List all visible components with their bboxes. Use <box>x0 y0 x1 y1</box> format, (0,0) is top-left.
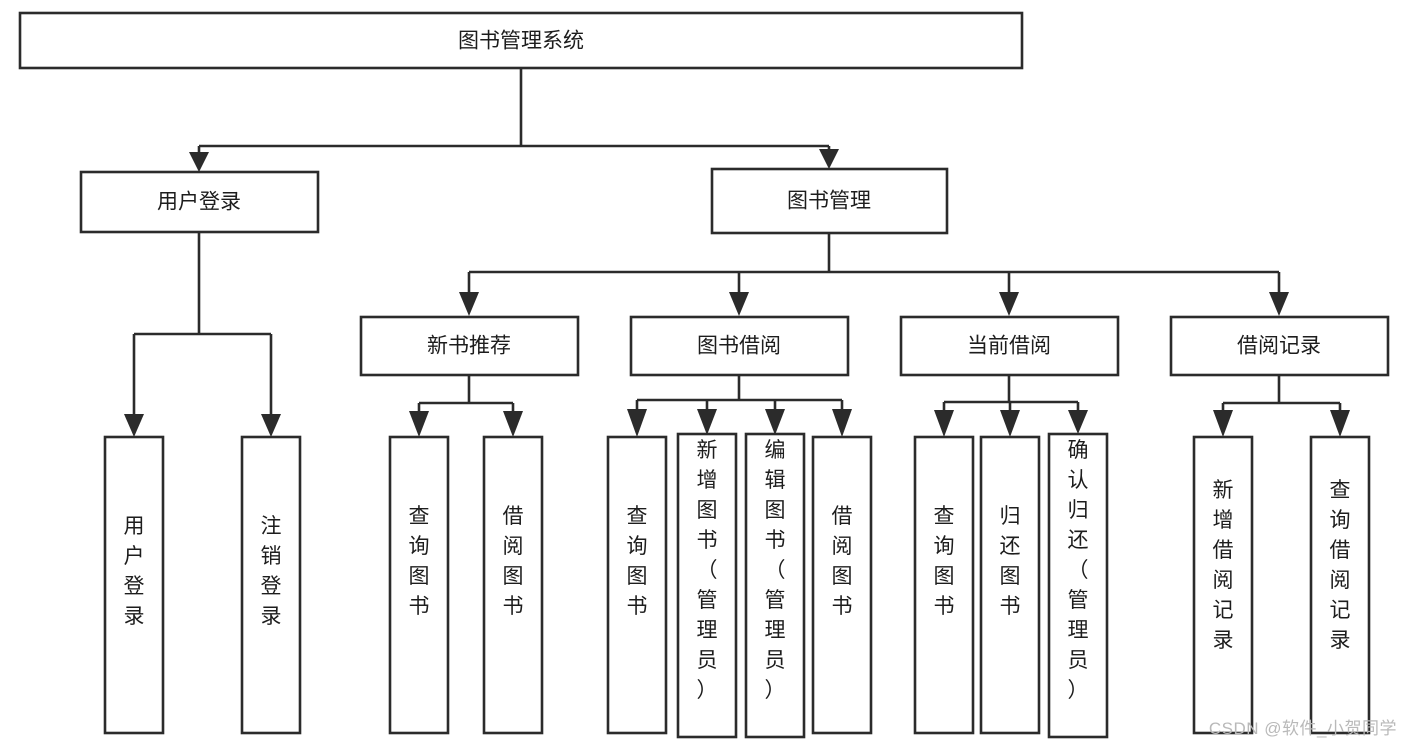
node-root-box[interactable] <box>18 11 1024 70</box>
arrow-head-icon <box>765 409 785 435</box>
node-leaf-edit-book[interactable]: 编辑图书（管理员） <box>744 432 806 739</box>
arrow-head-icon <box>832 409 852 437</box>
arrow-head-icon <box>729 292 749 316</box>
edge-group-bookmgmt-to-level2 <box>459 233 1289 316</box>
node-leaf-box[interactable] <box>240 435 302 735</box>
node-user-login[interactable]: 用户登录 <box>79 170 320 234</box>
node-leaf-query-book-1[interactable]: 查询图书 <box>388 435 450 735</box>
node-leaf-box[interactable] <box>676 432 738 739</box>
node-leaf-box[interactable] <box>744 432 806 739</box>
node-leaf-logout[interactable]: 注销登录 <box>240 435 302 735</box>
node-book-borrow-box[interactable] <box>629 315 850 377</box>
node-leaf-box[interactable] <box>482 435 544 735</box>
edge-group-userlogin-to-leaves <box>124 232 281 437</box>
node-leaf-borrow-book-2[interactable]: 借阅图书 <box>811 435 873 735</box>
arrow-head-icon <box>1269 292 1289 316</box>
node-leaf-confirm-return[interactable]: 确认归还（管理员） <box>1047 432 1109 739</box>
node-leaf-query-borrow-record[interactable]: 查询借阅记录 <box>1309 435 1371 735</box>
node-new-book-recommend-box[interactable] <box>359 315 580 377</box>
node-leaf-label: 借阅图书 <box>503 505 524 618</box>
arrow-head-icon <box>819 149 839 169</box>
arrow-head-icon <box>1330 410 1350 437</box>
node-borrow-record-box[interactable] <box>1169 315 1390 377</box>
node-book-management-box[interactable] <box>710 167 949 235</box>
node-leaf-label: 新增图书（管理员） <box>697 439 718 702</box>
node-leaf-user-login[interactable]: 用户登录 <box>103 435 165 735</box>
arrow-head-icon <box>409 411 429 437</box>
node-leaf-query-book-2[interactable]: 查询图书 <box>606 435 668 735</box>
arrow-head-icon <box>124 414 144 437</box>
node-book-borrow-label: 图书借阅 <box>697 335 781 358</box>
arrow-head-icon <box>697 409 717 435</box>
node-user-login-box[interactable] <box>79 170 320 234</box>
node-book-management-label: 图书管理 <box>787 190 871 213</box>
node-root[interactable]: 图书管理系统 <box>18 11 1024 70</box>
arrow-head-icon <box>189 152 209 172</box>
node-leaf-box[interactable] <box>606 435 668 735</box>
node-current-borrow-label: 当前借阅 <box>967 335 1051 358</box>
node-borrow-record[interactable]: 借阅记录 <box>1169 315 1390 377</box>
node-leaf-box[interactable] <box>1047 432 1109 739</box>
node-leaf-borrow-book-1[interactable]: 借阅图书 <box>482 435 544 735</box>
arrow-head-icon <box>1213 410 1233 437</box>
node-leaf-label: 编辑图书（管理员） <box>765 439 786 702</box>
node-leaf-query-book-3[interactable]: 查询图书 <box>913 435 975 735</box>
arrow-head-icon <box>627 409 647 437</box>
node-leaf-box[interactable] <box>811 435 873 735</box>
node-leaf-label: 借阅图书 <box>832 505 853 618</box>
arrow-head-icon <box>934 410 954 437</box>
arrow-head-icon <box>1000 410 1020 437</box>
node-leaf-label: 用户登录 <box>124 515 145 628</box>
node-leaf-label: 查询图书 <box>409 505 430 618</box>
edge-group-bookborrow-to-leaves <box>627 375 852 437</box>
node-leaf-return-book[interactable]: 归还图书 <box>979 435 1041 735</box>
node-leaf-label: 新增借阅记录 <box>1213 479 1234 652</box>
node-leaf-label: 查询图书 <box>934 505 955 618</box>
node-leaf-label: 查询图书 <box>627 505 648 618</box>
node-new-book-recommend[interactable]: 新书推荐 <box>359 315 580 377</box>
node-user-login-label: 用户登录 <box>157 191 241 214</box>
node-leaf-box[interactable] <box>979 435 1041 735</box>
node-leaf-label: 确认归还（管理员） <box>1068 439 1089 702</box>
node-leaf-box[interactable] <box>1309 435 1371 735</box>
arrow-head-icon <box>999 292 1019 316</box>
node-new-book-recommend-label: 新书推荐 <box>427 335 511 358</box>
node-leaf-box[interactable] <box>1192 435 1254 735</box>
node-book-borrow[interactable]: 图书借阅 <box>629 315 850 377</box>
arrow-head-icon <box>1068 410 1088 434</box>
edge-group-newbook-to-leaves <box>409 375 523 437</box>
node-current-borrow-box[interactable] <box>899 315 1120 377</box>
node-leaf-box[interactable] <box>388 435 450 735</box>
arrow-head-icon <box>261 414 281 437</box>
node-borrow-record-label: 借阅记录 <box>1237 335 1321 358</box>
arrow-head-icon <box>459 292 479 316</box>
node-leaf-add-book[interactable]: 新增图书（管理员） <box>676 432 738 739</box>
node-leaf-add-borrow-record[interactable]: 新增借阅记录 <box>1192 435 1254 735</box>
node-leaf-box[interactable] <box>103 435 165 735</box>
arrow-head-icon <box>503 411 523 437</box>
node-root-label: 图书管理系统 <box>458 30 584 53</box>
edge-group-root-to-level1 <box>189 68 839 172</box>
node-leaf-box[interactable] <box>913 435 975 735</box>
node-leaf-label: 查询借阅记录 <box>1330 479 1351 652</box>
node-leaf-label: 归还图书 <box>1000 505 1021 618</box>
node-leaf-label: 注销登录 <box>261 515 282 628</box>
edge-group-currentborrow-to-leaves <box>934 375 1088 437</box>
node-book-management[interactable]: 图书管理 <box>710 167 949 235</box>
node-current-borrow[interactable]: 当前借阅 <box>899 315 1120 377</box>
edge-group-borrowrecord-to-leaves <box>1213 375 1350 437</box>
